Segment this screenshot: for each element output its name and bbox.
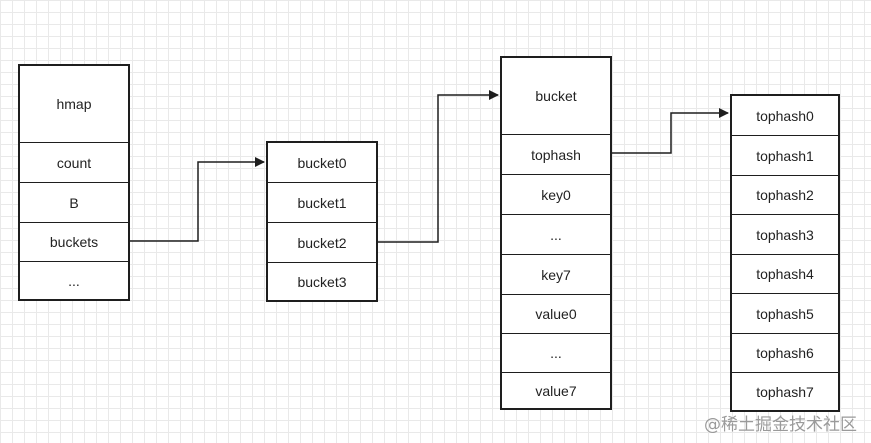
- buckets-array: bucket0 bucket1 bucket2 bucket3: [266, 141, 378, 302]
- bucket-header: bucket: [502, 58, 610, 135]
- tophash-item-2: tophash2: [732, 176, 838, 215]
- arrow-bucket2-to-bucket: [378, 90, 499, 243]
- tophash-item-6: tophash6: [732, 334, 838, 373]
- hmap-struct: hmap count B buckets ...: [18, 64, 130, 301]
- bucket-field-tophash: tophash: [502, 135, 610, 175]
- tophash-item-7: tophash7: [756, 383, 814, 400]
- arrow-tophash-to-tophash-array: [612, 108, 729, 154]
- watermark: @稀土掘金技术社区: [704, 415, 857, 435]
- bucket-field-value0: value0: [502, 295, 610, 334]
- tophash-array: tophash0 tophash1 tophash2 tophash3 toph…: [730, 94, 840, 412]
- hmap-field-ellipsis: ...: [68, 272, 80, 289]
- bucket-struct: bucket tophash key0 ... key7 value0 ... …: [500, 56, 612, 410]
- bucket-field-key0: key0: [502, 175, 610, 215]
- hmap-header: hmap: [20, 66, 128, 143]
- tophash-item-1: tophash1: [732, 136, 838, 176]
- bucket-item-0: bucket0: [268, 143, 376, 183]
- bucket-item-3: bucket3: [297, 273, 347, 290]
- bucket-field-key7: key7: [502, 255, 610, 295]
- bucket-field-ellipsis-1: ...: [502, 215, 610, 255]
- tophash-item-4: tophash4: [732, 255, 838, 294]
- arrow-buckets-to-bucket0: [130, 157, 265, 242]
- hmap-field-count: count: [20, 143, 128, 183]
- hmap-field-b: B: [20, 183, 128, 223]
- hmap-field-buckets: buckets: [20, 223, 128, 262]
- tophash-item-5: tophash5: [732, 294, 838, 334]
- bucket-field-value7: value7: [535, 382, 577, 399]
- bucket-item-2: bucket2: [268, 223, 376, 263]
- bucket-item-1: bucket1: [268, 183, 376, 223]
- bucket-field-ellipsis-2: ...: [502, 334, 610, 373]
- tophash-item-3: tophash3: [732, 215, 838, 255]
- tophash-item-0: tophash0: [732, 96, 838, 136]
